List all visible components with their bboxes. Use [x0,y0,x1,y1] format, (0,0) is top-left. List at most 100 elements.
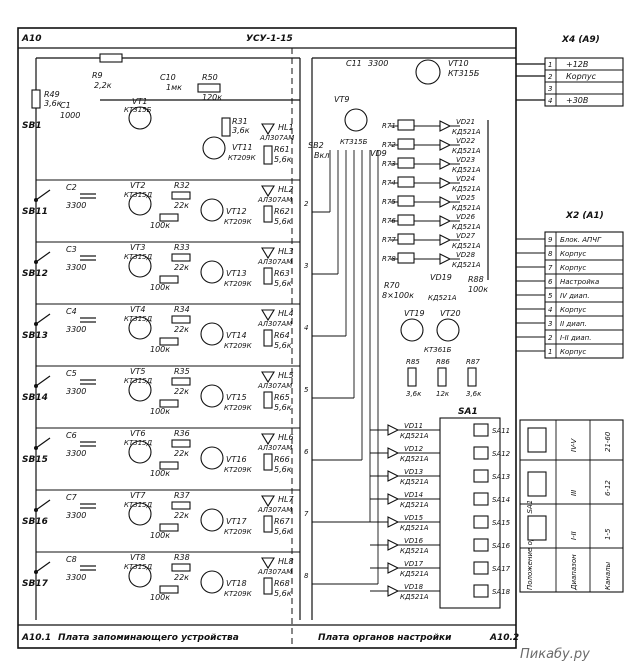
x2-pin-6: 6 [548,278,553,286]
hl3-led [261,247,275,260]
label-vd21t: КД521А [452,128,481,136]
r44-resistor [159,337,179,346]
label-vt10t: КТ315Б [448,69,480,78]
sa18-switch[interactable] [473,584,489,598]
label-r86v: 12к [436,390,450,398]
r47-resistor [159,523,179,532]
r74-pot[interactable] [397,176,415,188]
label-r65: R65 [274,393,290,402]
band-range-1: IV-V [570,438,578,452]
r37-resistor [171,501,191,510]
vt5-transistor [128,378,152,402]
r77-pot[interactable] [397,233,415,245]
label-vt8: VT8 [130,553,145,562]
sa17-switch[interactable] [473,561,489,575]
r33-resistor [171,253,191,262]
r85-resistor [407,367,417,387]
sa11-switch[interactable] [473,423,489,437]
sa13-switch[interactable] [473,469,489,483]
sa16-switch[interactable] [473,538,489,552]
vd17-diode [387,562,400,574]
label-hl8t: АЛ307АМ [257,568,292,576]
label-sa15: SA15 [492,519,511,527]
r73-pot[interactable] [397,157,415,169]
sa1-switch-bank[interactable] [439,417,501,609]
label-c7v: 3300 [66,511,86,520]
label-title: УСУ-1-15 [246,34,293,44]
label-r73: R73 [382,160,396,168]
label-vt17t: КТ209К [224,528,253,536]
label-r36: R36 [174,429,190,438]
label-vt7t: КТ315Д [124,501,153,509]
label-r37: R37 [174,491,191,500]
r78-pot[interactable] [397,252,415,264]
label-vd25: VD25 [456,194,476,202]
band-range-2: III [570,490,578,496]
label-c10v: 1мк [166,83,182,92]
hl7-led [261,495,275,508]
label-board1: Плата запоминающего устройства [58,633,239,643]
r34-resistor [171,315,191,324]
label-r74: R74 [382,179,396,187]
x2-name-2: I-II диап. [560,334,591,342]
x4-name-4: +30В [566,96,588,105]
sa15-switch[interactable] [473,515,489,529]
label-vd15: VD15 [404,514,424,522]
label-c6: C6 [66,431,77,440]
label-r35v: 22к [174,387,189,396]
label-r43v: 100к [150,283,170,292]
pin-3: 3 [304,262,308,270]
label-vt1: VT1 [132,97,147,106]
label-r85: R85 [406,358,420,366]
x2-pin-2: 2 [548,334,553,342]
label-sa1: SA1 [458,407,478,417]
label-r68v: 5,6к [274,589,292,598]
label-c1v: 1000 [60,111,80,120]
sa12-switch[interactable] [473,446,489,460]
vt1-transistor [128,106,152,130]
x2-pin-7: 7 [548,264,553,272]
x2-pin-4: 4 [548,306,552,314]
r76-pot[interactable] [397,214,415,226]
label-vt9: VT9 [334,95,349,104]
hl6-led [261,433,275,446]
label-vt4: VT4 [130,305,145,314]
label-vt-type: КТ361Б [424,346,452,354]
x4-name-2: Корпус [566,72,597,81]
r63-resistor [263,267,273,285]
label-r63v: 5,6к [274,279,292,288]
vd12-diode [387,447,400,459]
label-vt8t: КТ315Д [124,563,153,571]
x2-name-4: Корпус [560,306,586,314]
label-hl3: HL3 [278,247,294,256]
label-sa17: SA17 [492,565,511,573]
label-r32: R32 [174,181,190,190]
label-r76: R76 [382,217,396,225]
vd27-diode [439,234,452,246]
label-vt20: VT20 [440,309,461,318]
label-sb15: SB15 [22,455,48,465]
r43-resistor [159,275,179,284]
label-r75: R75 [382,198,396,206]
label-vt18: VT18 [226,579,247,588]
r68-resistor [263,577,273,595]
sa14-switch[interactable] [473,492,489,506]
r67-resistor [263,515,273,533]
vt17-transistor [200,508,224,532]
label-vd23t: КД521А [452,166,481,174]
label-r66v: 5,6к [274,465,292,474]
r61-resistor [263,145,273,165]
label-r88: R88 [468,275,484,284]
r75-pot[interactable] [397,195,415,207]
r72-pot[interactable] [397,138,415,150]
label-vkl: Вкл [314,151,329,160]
label-r44v: 100к [150,345,170,354]
label-r38v: 22к [174,573,189,582]
r71-pot[interactable] [397,119,415,131]
label-c4v: 3300 [66,325,86,334]
label-vd25t: КД521А [452,204,481,212]
x2-name-8: Корпус [560,250,586,258]
vt18-transistor [200,570,224,594]
label-hl5t: АЛ307АМ [257,382,292,390]
